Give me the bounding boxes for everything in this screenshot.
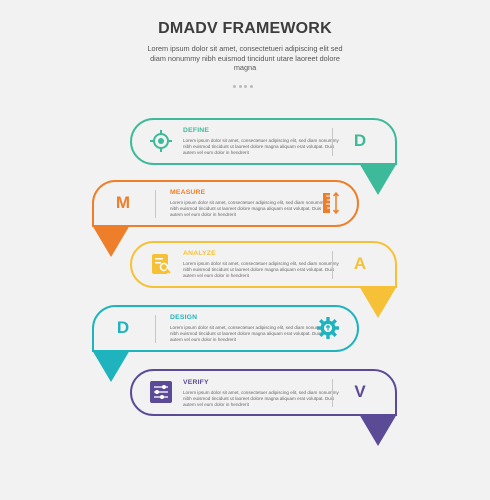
stage-analyze-separator (332, 251, 333, 279)
stage-measure-separator (155, 190, 156, 218)
page-subtitle: Lorem ipsum dolor sit amet, consectetuer… (147, 44, 343, 73)
stage-analyze-label: ANALYZE (183, 250, 216, 257)
pagination-dots (232, 75, 254, 93)
stage-analyze-arrow (359, 286, 397, 318)
stage-verify-box (130, 369, 397, 416)
page-title: DMADV FRAMEWORK (158, 20, 332, 37)
stage-design-letter: D (116, 318, 130, 337)
sliders-icon (149, 380, 173, 404)
ruler-icon (318, 191, 342, 215)
stage-analyze-desc: Lorem ipsum dolor sit amet, consectetuer… (183, 261, 339, 279)
stage-measure-label: MEASURE (170, 189, 206, 196)
stage-design-desc: Lorem ipsum dolor sit amet, consectetuer… (170, 325, 326, 343)
stage-measure-arrow (92, 225, 130, 257)
stage-define-letter: D (353, 131, 367, 150)
stage-define-separator (332, 128, 333, 156)
stage-measure-box (92, 180, 359, 227)
analysis-icon (149, 252, 173, 276)
stage-define-desc: Lorem ipsum dolor sit amet, consectetuer… (183, 138, 339, 156)
stage-verify-label: VERIFY (183, 379, 209, 386)
stage-define-label: DEFINE (183, 127, 210, 134)
stage-verify-letter: V (354, 382, 366, 401)
stage-design-separator (155, 315, 156, 343)
stage-define-box (130, 118, 397, 165)
stage-measure-desc: Lorem ipsum dolor sit amet, consectetuer… (170, 200, 326, 218)
stage-verify-desc: Lorem ipsum dolor sit amet, consectetuer… (183, 390, 339, 408)
stage-verify-separator (332, 379, 333, 407)
stage-design-label: DESIGN (170, 314, 198, 321)
stage-design-box (92, 305, 359, 352)
stage-measure-letter: M (115, 193, 131, 212)
stage-define-arrow (359, 163, 397, 195)
stage-verify-arrow (359, 414, 397, 446)
target-icon (149, 129, 173, 153)
stage-design-arrow (92, 350, 130, 382)
stage-analyze-letter: A (353, 254, 367, 273)
stage-analyze-box (130, 241, 397, 288)
gear-icon (316, 316, 340, 340)
